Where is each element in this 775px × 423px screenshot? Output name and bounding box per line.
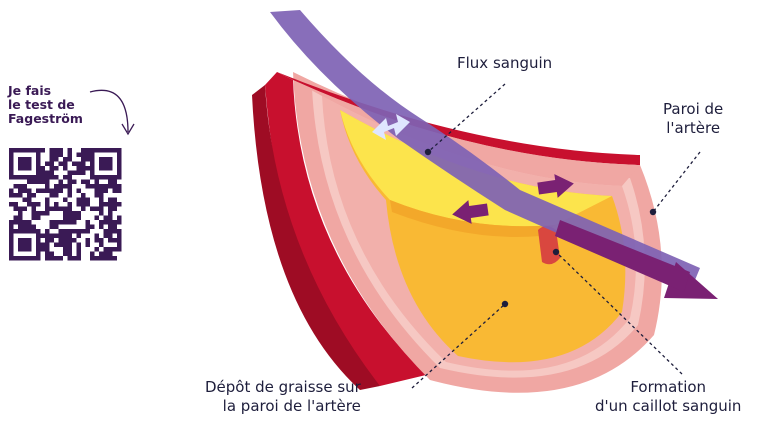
qr-caption-line: Je fais [8, 84, 83, 98]
label-clot-line: Formation [595, 378, 741, 397]
label-fat-deposit: Dépôt de graisse sur la paroi de l'artèr… [205, 378, 361, 416]
qr-caption: Je fais le test de Fageström [8, 84, 83, 126]
label-artery-wall-line: Paroi de [663, 100, 723, 119]
leader-artery-wall [653, 152, 700, 212]
label-clot-line: d'un caillot sanguin [595, 397, 741, 416]
qr-code[interactable] [9, 148, 122, 261]
label-artery-wall: Paroi de l'artère [663, 100, 723, 138]
qr-caption-line: Fageström [8, 112, 83, 126]
label-fat-deposit-line: Dépôt de graisse sur [205, 378, 361, 397]
label-artery-wall-line: l'artère [663, 119, 723, 138]
qr-caption-line: le test de [8, 98, 83, 112]
label-blood-flow: Flux sanguin [457, 54, 552, 73]
label-clot: Formation d'un caillot sanguin [595, 378, 741, 416]
label-fat-deposit-line: la paroi de l'artère [205, 397, 361, 416]
